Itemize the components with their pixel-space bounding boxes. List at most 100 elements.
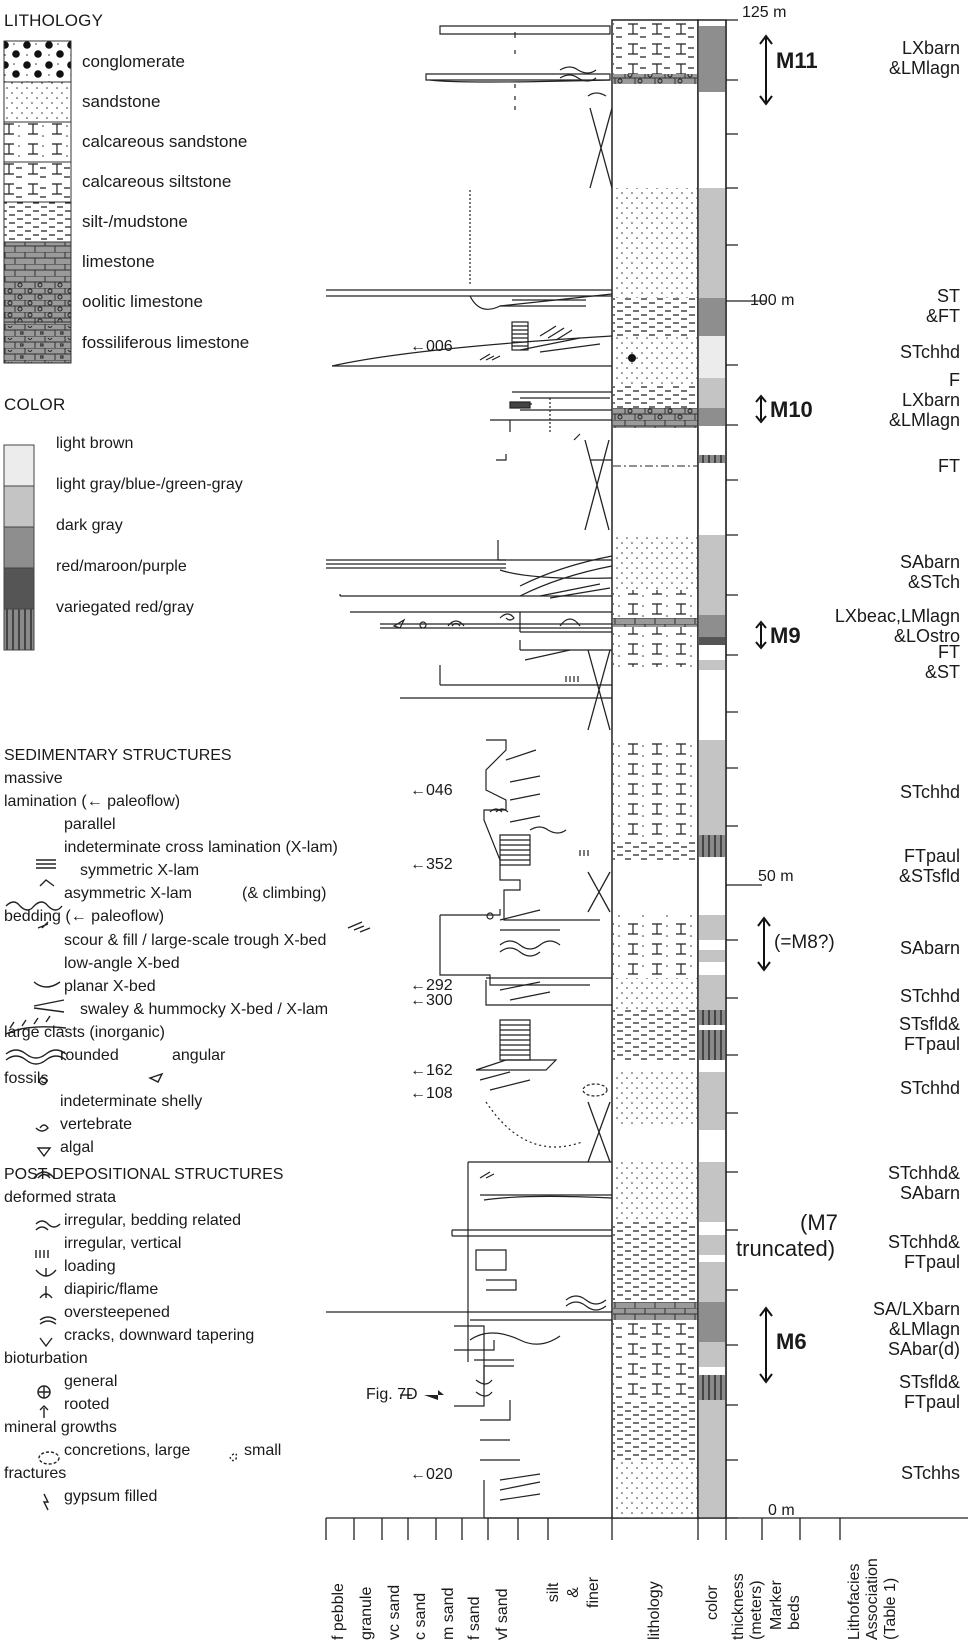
fig-7d-arrow (424, 1390, 444, 1400)
legend-indeterminate-xlam: indeterminate cross lamination (X-lam) (64, 839, 338, 856)
legend-planar: planar X-bed (64, 978, 156, 995)
post-depositional-title: POST-DEPOSITIONAL STRUCTURES (4, 1166, 284, 1183)
lithofacies-label: STsfld& FTpaul (898, 1372, 960, 1412)
lithofacies-label: SAbarn (899, 938, 960, 958)
paleoflow-label: ←352 (410, 856, 453, 873)
legend-oolitic-limestone: oolitic limestone (82, 292, 203, 311)
legend-low-angle: low-angle X-bed (64, 955, 180, 972)
paleoflow-label: ←006 (410, 338, 453, 355)
marker-m11: M11 (776, 48, 818, 73)
legend-fossils: fossils (4, 1070, 49, 1087)
legend-loading: loading (64, 1258, 116, 1275)
lithofacies-label: LXbarn &LMlagn (888, 38, 960, 78)
lithofacies-label: STchhd (899, 986, 960, 1006)
lithofacies-label: FTpaul &STsfld (898, 846, 960, 886)
lithology-legend-swatches (3, 40, 72, 364)
legend-lamination: lamination (← paleoflow) (4, 793, 181, 810)
lithofacies-label: FT &ST (924, 642, 960, 682)
lithofacies-label: LXbarn &LMlagn (888, 390, 960, 430)
legend-rooted: rooted (64, 1396, 110, 1413)
legend-deformed: deformed strata (4, 1189, 117, 1206)
paleoflow-label: ←300 (410, 992, 453, 1009)
legend-shelly: indeterminate shelly (60, 1093, 203, 1110)
color-legend-title: COLOR (4, 395, 66, 414)
marker-m7: (M7 (800, 1210, 838, 1235)
lithofacies-label: STchhs (900, 1463, 960, 1483)
legend-diapiric: diapiric/flame (64, 1281, 159, 1298)
legend-irregular-vertical: irregular, vertical (64, 1235, 182, 1252)
sed-structures-title: SEDIMENTARY STRUCTURES (4, 747, 232, 764)
thickness-label-50: 50 m (758, 868, 794, 885)
grain-size-profile (326, 25, 613, 1519)
legend-parallel: parallel (64, 816, 116, 833)
paleoflow-label: ←108 (410, 1085, 453, 1102)
axis-f-pebble: f pebble (330, 1583, 347, 1640)
legend-asymmetric-xlam: asymmetric X-lam (64, 885, 193, 902)
legend-general: general (64, 1373, 118, 1390)
axis-silt-finer: silt & finer (545, 1576, 602, 1608)
axis-lithofacies: Lithofacies Association (Table 1) (846, 1558, 899, 1640)
legend-bioturbation: bioturbation (4, 1350, 88, 1367)
legend-fossiliferous-limestone: fossiliferous limestone (82, 333, 250, 352)
legend-gypsum: gypsum filled (64, 1488, 158, 1505)
marker-m7-truncated: truncated) (736, 1236, 836, 1261)
legend-irregular-bedding: irregular, bedding related (64, 1212, 242, 1229)
marker-m8: (=M8?) (774, 932, 835, 953)
legend-mineral-growths: mineral growths (4, 1419, 117, 1436)
axis-thickness: thickness (meters) (730, 1573, 765, 1640)
legend-angular: angular (172, 1047, 226, 1064)
lithofacies-label: FT (938, 456, 960, 476)
legend-sandstone: sandstone (82, 92, 161, 111)
axis-granule: granule (358, 1586, 375, 1640)
legend-bedding: bedding (← paleoflow) (4, 908, 165, 925)
lithology-legend-title: LITHOLOGY (4, 11, 104, 30)
legend-conglomerate: conglomerate (82, 52, 186, 71)
legend-calcareous-siltstone: calcareous siltstone (82, 172, 232, 191)
lithology-column (584, 19, 699, 1519)
legend-climbing: (& climbing) (242, 885, 327, 902)
legend-scour-fill: scour & fill / large-scale trough X-bed (64, 932, 327, 949)
grain-size-axis (325, 1517, 968, 1540)
paleoflow-label: ←020 (410, 1466, 453, 1483)
legend-oversteepened: oversteepened (64, 1304, 170, 1321)
color-legend-swatches (3, 444, 35, 651)
color-column (697, 19, 727, 1519)
legend-cracks: cracks, downward tapering (64, 1327, 255, 1344)
legend-mudstone: silt-/mudstone (82, 212, 188, 231)
axis-m-sand: m sand (440, 1587, 457, 1640)
axis-lithology: lithology (646, 1581, 663, 1640)
paleoflow-label: ←162 (410, 1062, 453, 1079)
legend-concretions: concretions, large (64, 1442, 191, 1459)
figure-reference-label: Fig. 7D (366, 1386, 418, 1403)
axis-vc-sand: vc sand (386, 1584, 403, 1640)
legend-variegated: variegated red/gray (56, 599, 194, 616)
lithofacies-label: ST &FT (926, 286, 960, 326)
marker-bed-arrows (755, 34, 773, 1384)
legend-small: small (244, 1442, 282, 1459)
axis-vf-sand: vf sand (494, 1588, 511, 1640)
legend-vertebrate: vertebrate (60, 1116, 133, 1133)
legend-massive: massive (4, 770, 63, 787)
legend-light-gray: light gray/blue-/green-gray (56, 476, 243, 493)
lithofacies-label: STchhd (899, 1078, 960, 1098)
lithofacies-label: SAbarn &STch (899, 552, 960, 592)
marker-m6: M6 (776, 1329, 807, 1354)
axis-color: color (704, 1585, 721, 1620)
marker-m9: M9 (770, 623, 801, 648)
legend-limestone: limestone (82, 252, 155, 271)
paleoflow-label: ←292 (410, 977, 453, 994)
legend-rounded: rounded (60, 1047, 119, 1064)
structure-legend-symbols (5, 859, 371, 1511)
lithofacies-label: STchhd (899, 342, 960, 362)
lithofacies-label: STsfld& FTpaul (898, 1014, 960, 1054)
marker-m10: M10 (770, 397, 813, 422)
legend-algal: algal (60, 1139, 94, 1156)
axis-f-sand: f sand (466, 1596, 483, 1640)
axis-marker-beds: Marker beds (768, 1580, 803, 1630)
lithofacies-label: STchhd (899, 782, 960, 802)
legend-red-maroon: red/maroon/purple (56, 558, 187, 575)
lithofacies-label: SA/LXbarn &LMlagn SAbar(d) (872, 1299, 960, 1359)
lithofacies-label: STchhd& SAbarn (887, 1163, 960, 1203)
legend-large-clasts: large clasts (inorganic) (4, 1024, 165, 1041)
